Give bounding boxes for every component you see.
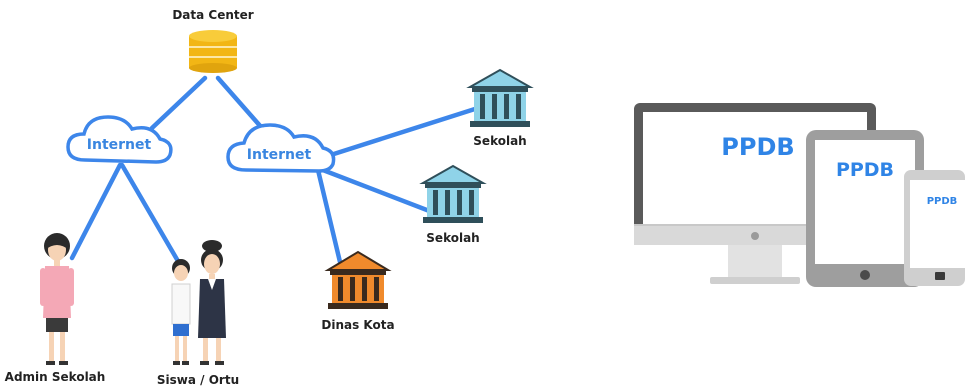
sekolah-top-node: Sekolah — [466, 68, 534, 148]
admin-sekolah-node: Admin Sekolah — [5, 233, 106, 384]
school-building-icon — [466, 68, 534, 127]
phone-ppdb-label: PPDB — [927, 196, 958, 207]
sekolah-mid-label: Sekolah — [426, 231, 479, 245]
cloud-icon — [66, 115, 173, 164]
siswa-ortu-label: Siswa / Ortu — [157, 373, 239, 387]
link-internet-right-sekolah-top — [312, 105, 481, 163]
monitor-ppdb-label: PPDB — [721, 133, 794, 161]
tablet-ppdb-label: PPDB — [836, 159, 894, 181]
siswa-ortu-node: Siswa / Ortu — [157, 240, 239, 387]
dinas-kota-node: Dinas Kota — [321, 250, 395, 332]
city-office-icon — [324, 250, 392, 309]
internet-left-label: Internet — [87, 137, 152, 153]
internet-left-node: Internet — [66, 115, 173, 164]
internet-right-node: Internet — [226, 123, 336, 173]
link-internet-right-sekolah-mid — [312, 164, 435, 215]
school-building-icon — [419, 164, 487, 223]
link-internet-right-dinas — [315, 167, 343, 265]
tablet-device: PPDB — [806, 130, 924, 287]
data-center-node: Data Center — [172, 8, 254, 73]
connection-lines — [69, 75, 481, 271]
data-center-label: Data Center — [172, 8, 253, 22]
link-internet-left-siswa — [119, 162, 185, 271]
link-datacenter-internet-left — [149, 75, 208, 131]
link-internet-left-admin — [69, 162, 123, 261]
apple-logo-icon — [751, 232, 759, 240]
admin-person-icon — [40, 233, 74, 365]
dinas-kota-label: Dinas Kota — [321, 318, 394, 332]
sekolah-mid-node: Sekolah — [419, 164, 487, 245]
internet-right-label: Internet — [247, 147, 312, 163]
parent-person-icon — [198, 240, 226, 365]
admin-sekolah-label: Admin Sekolah — [5, 370, 106, 384]
link-datacenter-internet-right — [215, 75, 265, 131]
cloud-icon — [226, 123, 336, 173]
student-person-icon — [171, 259, 191, 365]
phone-device: PPDB — [904, 170, 965, 286]
devices-group: PPDB PPDB PPDB — [634, 103, 965, 287]
database-icon — [189, 30, 237, 73]
sekolah-top-label: Sekolah — [473, 134, 526, 148]
